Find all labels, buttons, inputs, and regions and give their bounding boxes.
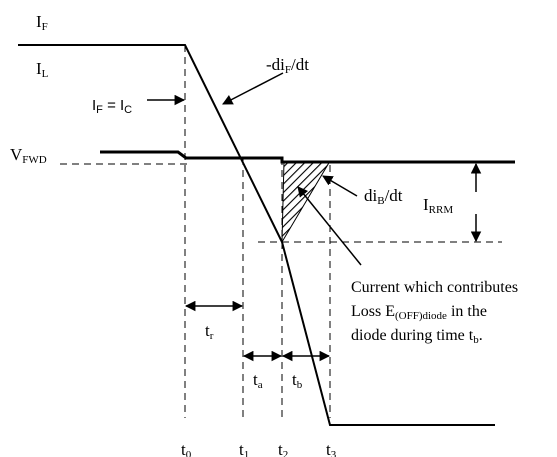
label-t0: t0	[181, 440, 192, 457]
label-vfwd: VFWD	[10, 145, 47, 166]
label-if-eq-ic: IF = IC	[92, 97, 132, 116]
arrow-dib-dt	[322, 175, 358, 197]
note-line-1: Current which contributes	[351, 279, 518, 296]
dashed-guides	[60, 45, 502, 418]
label-t1: t1	[239, 440, 249, 457]
label-il: IL	[36, 59, 49, 80]
label-neg-dif-dt: -diF/dt	[266, 55, 309, 76]
annotation-arrows	[147, 72, 482, 362]
label-t2: t2	[278, 440, 288, 457]
label-if: IF	[36, 12, 48, 33]
voltage-waveform	[100, 150, 515, 164]
label-tr: tr	[205, 321, 214, 342]
arrow-loss-area	[297, 186, 362, 266]
loss-area-hatched	[281, 160, 331, 244]
label-t3: t3	[326, 440, 337, 457]
note-line-3: diode during time tb.	[351, 327, 483, 346]
label-ta: ta	[253, 370, 263, 391]
label-dib-dt: diB/dt	[364, 186, 403, 207]
arrow-dif-dt	[222, 72, 284, 105]
loss-note: Current which contributes Loss E(OFF)dio…	[351, 279, 518, 346]
current-waveform	[18, 44, 495, 426]
note-line-2: Loss E(OFF)diode in the	[351, 303, 487, 322]
label-tb: tb	[292, 370, 303, 391]
label-irrm: IRRM	[423, 195, 453, 216]
